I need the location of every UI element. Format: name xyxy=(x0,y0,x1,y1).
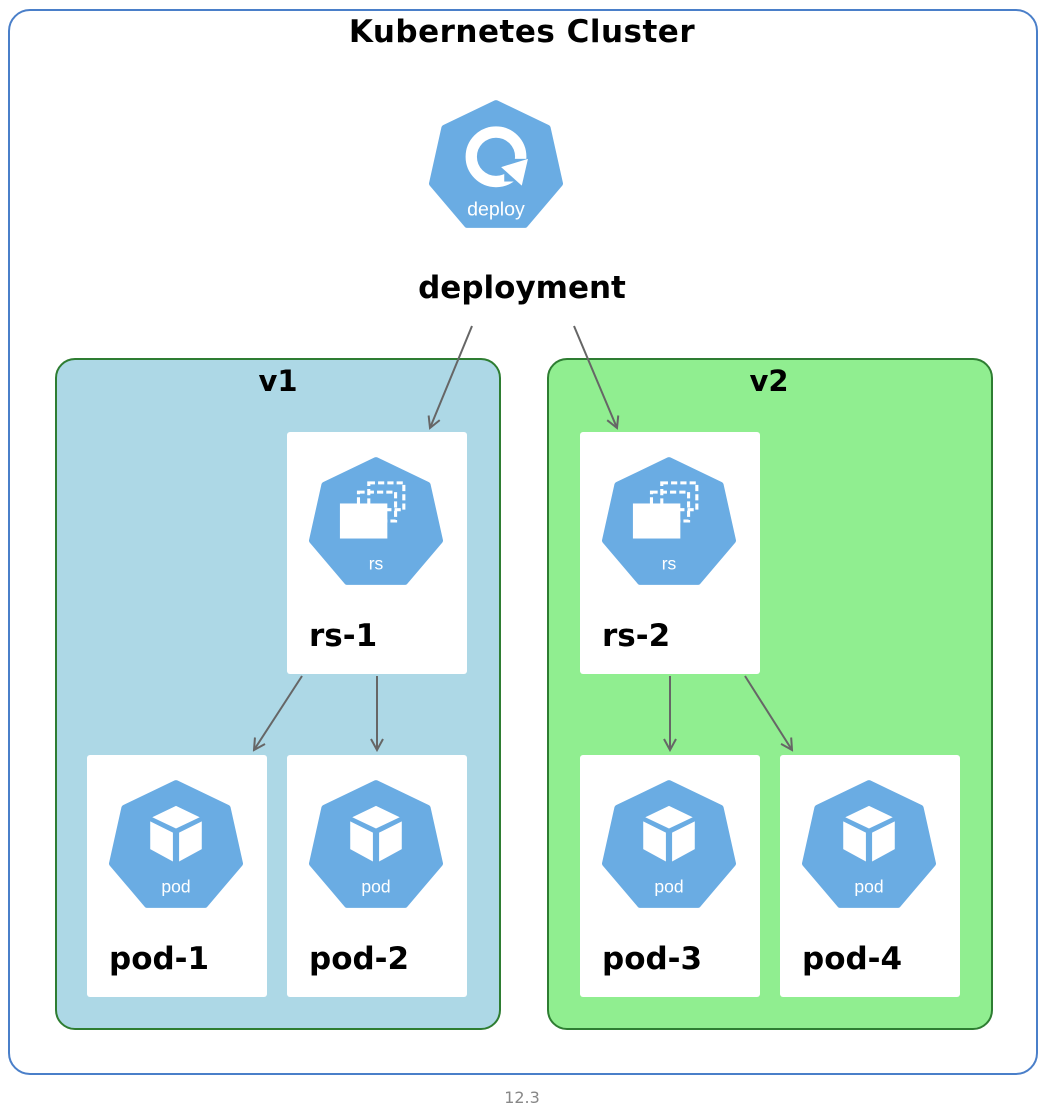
pod-card-pod-4[interactable]: pod pod-4 xyxy=(780,755,960,997)
pod-icon-text: pod xyxy=(161,876,190,896)
pod-card-pod-3[interactable]: pod pod-3 xyxy=(580,755,760,997)
pod-icon-text: pod xyxy=(361,876,390,896)
replicaset-label: rs-2 xyxy=(602,618,671,654)
pod-icon: pod xyxy=(309,779,443,909)
replicaset-card-rs-1[interactable]: rs rs-1 xyxy=(287,432,467,674)
arrow-rs-1-to-pod-1 xyxy=(254,675,303,750)
pod-label: pod-2 xyxy=(309,941,410,977)
deployment-label: deployment xyxy=(418,270,626,306)
replicaset-icon-text: rs xyxy=(662,553,677,573)
deploy-icon-text: deploy xyxy=(467,199,525,221)
pod-label: pod-3 xyxy=(602,941,703,977)
figure-number: 12.3 xyxy=(504,1088,540,1107)
pod-card-pod-2[interactable]: pod pod-2 xyxy=(287,755,467,997)
replicaset-icon: rs xyxy=(602,456,736,586)
arrow-deployment-to-rs-2 xyxy=(573,325,617,428)
group-v2-title: v2 xyxy=(749,364,789,398)
pod-icon-text: pod xyxy=(654,876,683,896)
cluster-title: Kubernetes Cluster xyxy=(348,14,696,50)
arrow-deployment-to-rs-1 xyxy=(430,325,473,428)
deploy-icon: deploy xyxy=(429,98,563,230)
replicaset-icon-text: rs xyxy=(369,553,384,573)
arrow-rs-2-to-pod-4 xyxy=(744,675,792,750)
group-v1-title: v1 xyxy=(258,364,298,398)
replicaset-icon: rs xyxy=(309,456,443,586)
pod-icon: pod xyxy=(602,779,736,909)
pod-label: pod-4 xyxy=(802,941,903,977)
pod-card-pod-1[interactable]: pod pod-1 xyxy=(87,755,267,997)
pod-icon-text: pod xyxy=(854,876,883,896)
replicaset-label: rs-1 xyxy=(309,618,378,654)
pod-icon: pod xyxy=(802,779,936,909)
pod-label: pod-1 xyxy=(109,941,210,977)
replicaset-card-rs-2[interactable]: rs rs-2 xyxy=(580,432,760,674)
pod-icon: pod xyxy=(109,779,243,909)
